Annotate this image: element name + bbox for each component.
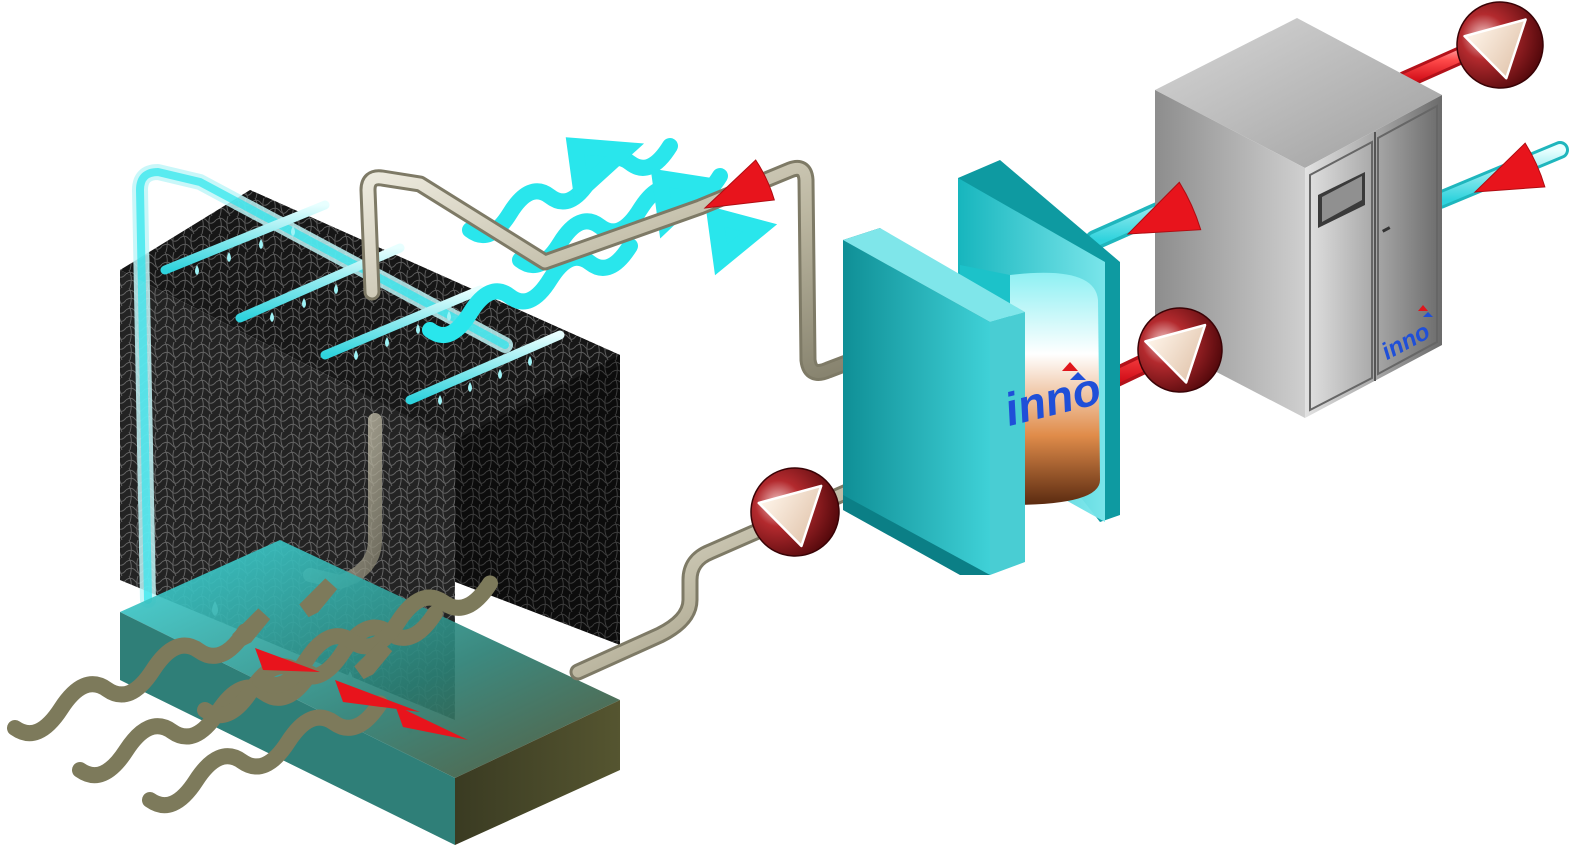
cabinet-front xyxy=(1305,95,1442,418)
flow-arrow-icon xyxy=(354,640,393,680)
flow-arrow-icon xyxy=(255,648,320,672)
flow-arrows xyxy=(703,142,1546,235)
pump-icon xyxy=(1137,307,1223,393)
cabinet-logo-mark-icon xyxy=(1418,305,1433,317)
warm-air-wave xyxy=(7,623,253,741)
heat-exchanger: inno xyxy=(843,160,1120,575)
cold-air-wave xyxy=(422,238,638,343)
cold-air-wave xyxy=(462,138,678,243)
water-drop-icon xyxy=(291,226,295,236)
water-drop-icon xyxy=(416,324,420,334)
water-drop-icon xyxy=(447,311,451,321)
sprinkler-branch xyxy=(320,285,485,360)
flow-arrow-icon xyxy=(1473,142,1546,193)
flow-arrow-icon xyxy=(703,159,775,209)
flow-arrow-icon xyxy=(705,205,778,276)
sprinkler-branch xyxy=(405,330,565,405)
water-drop-icon xyxy=(528,356,532,366)
cabinet-handle[interactable] xyxy=(1381,226,1391,233)
sprinkler-branch xyxy=(160,200,330,275)
pumps xyxy=(750,1,1544,557)
water-drop-icon xyxy=(227,252,231,262)
flow-arrow-icon xyxy=(299,578,338,618)
flow-arrow-icon xyxy=(232,608,271,648)
flow-arrow-icon xyxy=(565,137,645,207)
exchanger-logo-mark-icon xyxy=(1062,362,1086,380)
water-drop-icon xyxy=(334,284,338,294)
sprinkler-array xyxy=(160,200,565,405)
warm-air-wave xyxy=(72,665,318,783)
basin-front xyxy=(120,612,455,845)
tower-media-top xyxy=(120,190,620,440)
water-drop-icon xyxy=(259,239,263,249)
basin-side xyxy=(455,700,620,845)
exchanger-core xyxy=(1010,272,1100,505)
flow-arrow-icon xyxy=(1126,181,1202,235)
water-drop-icon xyxy=(385,337,389,347)
flow-arrow-icon xyxy=(395,705,468,740)
water-drop-icon xyxy=(468,382,472,392)
water-drop-icon xyxy=(498,369,502,379)
water-drop-icon xyxy=(195,265,199,275)
warm-air-wave xyxy=(142,695,388,813)
basin-flow-arrows xyxy=(255,648,468,740)
pump-icon xyxy=(1456,1,1544,89)
tower-exchanger-pipes xyxy=(359,159,929,681)
cabinet-door-left[interactable] xyxy=(1309,140,1373,412)
water-drop-icon xyxy=(438,395,442,405)
water-drop-icon xyxy=(302,298,306,308)
pump-icon xyxy=(750,467,840,557)
water-drop-icon xyxy=(354,350,358,360)
cabinet-top xyxy=(1155,18,1442,168)
water-drop-icon xyxy=(270,312,274,322)
flow-arrow-icon xyxy=(335,680,420,712)
cabinet-door-right[interactable] xyxy=(1377,104,1438,376)
